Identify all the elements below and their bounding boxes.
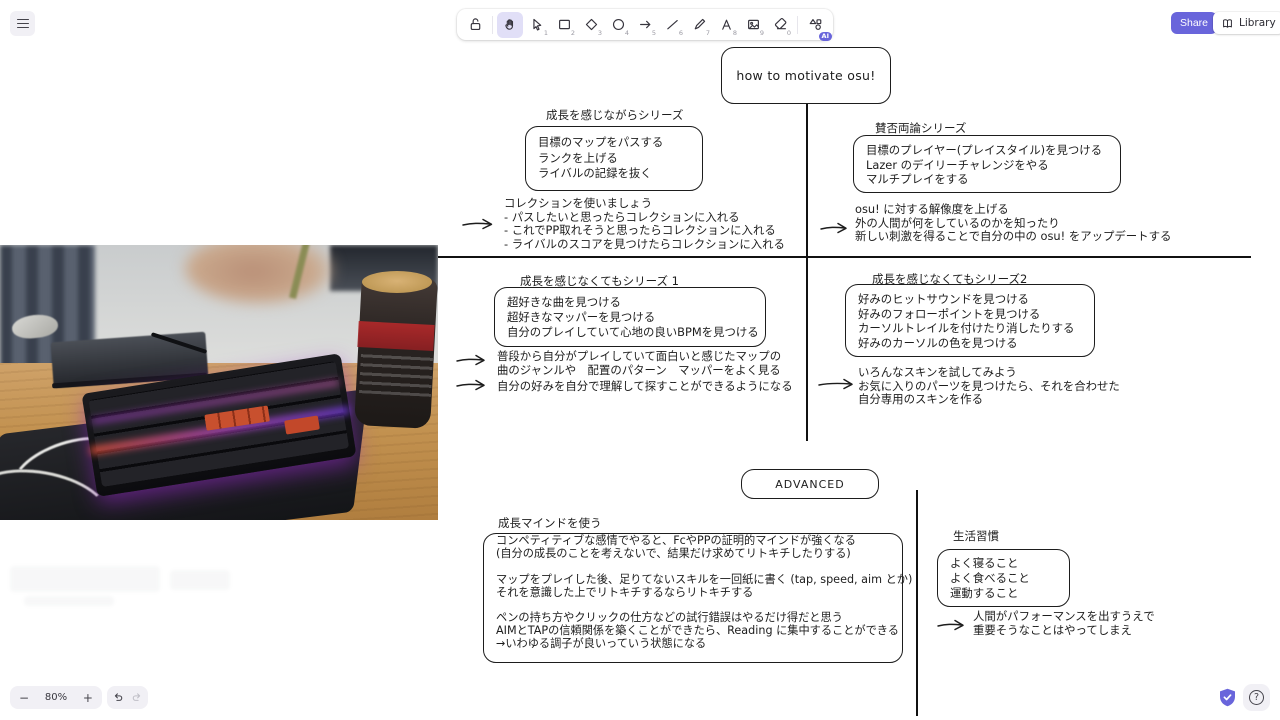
history-control <box>107 686 148 709</box>
faint-sketch <box>10 566 160 592</box>
book-icon <box>1223 18 1232 28</box>
title-text: how to motivate osu! <box>736 68 876 83</box>
divider-line-vertical-top[interactable] <box>806 103 808 441</box>
section-heading-growth-mind[interactable]: 成長マインドを使う <box>498 516 602 530</box>
webcam-photo[interactable] <box>0 245 438 520</box>
photo-cup-noodle-label <box>357 321 435 351</box>
growth-feel-box[interactable]: 目標のマップをパスするランクを上げるライバルの記録を抜く <box>525 126 703 191</box>
redo-button[interactable] <box>131 688 143 707</box>
section-heading-growth-feel[interactable]: 成長を感じながらシリーズ <box>546 108 684 122</box>
no-growth-1-box[interactable]: 超好きな曲を見つける超好きなマッパーを見つける自分のプレイしていて心地の良いBP… <box>494 287 766 347</box>
divider-line-horizontal[interactable] <box>438 256 1251 258</box>
draw-tool-button[interactable]: 7 <box>686 12 712 38</box>
arrow-shape[interactable] <box>936 617 968 633</box>
undo-button[interactable] <box>112 688 124 707</box>
pencil-icon <box>694 18 705 30</box>
shield-check-icon <box>1220 688 1235 707</box>
image-tool-button[interactable]: 9 <box>740 12 766 38</box>
diamond-icon <box>585 18 597 31</box>
rectangle-tool-button[interactable]: 2 <box>551 12 577 38</box>
photo-cup-noodle-top <box>362 271 432 293</box>
zoom-in-button[interactable]: + <box>82 690 93 705</box>
photo-blurred-hand <box>185 245 335 303</box>
section-heading-no-growth-1[interactable]: 成長を感じなくてもシリーズ 1 <box>520 274 679 288</box>
unlock-icon <box>470 18 480 31</box>
eraser-tool-button[interactable]: 0 <box>767 12 793 38</box>
arrow-shape[interactable] <box>455 377 489 393</box>
arrow-shape[interactable] <box>817 376 857 392</box>
advanced-shape[interactable]: ADVANCED <box>741 469 879 499</box>
no-growth-2-box[interactable]: 好みのヒットサウンドを見つける好みのフォローポイントを見つけるカーソルトレイルを… <box>845 284 1095 357</box>
share-button[interactable]: Share <box>1171 12 1218 34</box>
section-heading-no-growth-2[interactable]: 成長を感じなくてもシリーズ2 <box>872 272 1028 286</box>
advanced-text: ADVANCED <box>775 477 845 491</box>
arrow-shape[interactable] <box>819 220 851 236</box>
line-tool-button[interactable]: 6 <box>659 12 685 38</box>
main-menu-button[interactable] <box>10 11 35 36</box>
controversial-note[interactable]: osu! に対する解像度を上げる外の人間が何をしているのかを知ったり新しい刺激を… <box>855 202 1172 243</box>
arrow-tool-button[interactable]: 5 <box>632 12 658 38</box>
faint-sketch <box>170 570 230 590</box>
arrow-icon <box>639 20 650 29</box>
ellipse-icon <box>612 18 624 31</box>
section-heading-lifestyle[interactable]: 生活習慣 <box>953 529 999 543</box>
diamond-tool-button[interactable]: 3 <box>578 12 604 38</box>
arrow-shape[interactable] <box>461 216 497 232</box>
lifestyle-box[interactable]: よく寝ることよく食べること運動すること <box>937 549 1070 607</box>
rectangle-icon <box>558 19 570 30</box>
divider-line-vertical-bottom[interactable] <box>916 490 918 716</box>
title-shape[interactable]: how to motivate osu! <box>721 47 891 104</box>
photo-cup-noodle <box>354 275 438 429</box>
undo-icon <box>114 693 123 701</box>
redo-icon <box>132 693 141 701</box>
no-growth-1-note-b[interactable]: 自分の好みを自分で理解して探すことができるようになる <box>497 379 793 393</box>
hand-icon <box>504 19 513 30</box>
help-button[interactable]: ? <box>1243 684 1270 711</box>
library-label: Library <box>1239 17 1276 29</box>
lifestyle-note[interactable]: 人間がパフォーマンスを出すうえで重要そうなことはやってしまえ <box>973 609 1155 637</box>
faint-sketch <box>24 596 114 606</box>
cursor-icon <box>532 18 541 31</box>
privacy-shield-badge[interactable] <box>1219 688 1236 707</box>
select-tool-button[interactable]: 1 <box>524 12 550 38</box>
growth-mind-box[interactable]: コンペティティブな感情でやると、FcやPPの証明的マインドが強くなる(自分の成長… <box>483 533 912 663</box>
shapes-icon <box>809 19 821 30</box>
text-tool-button[interactable]: 8 <box>713 12 739 38</box>
zoom-control: − 80% + <box>10 686 102 709</box>
hand-tool-button[interactable] <box>497 11 523 38</box>
toolbar-divider <box>492 15 493 34</box>
image-icon <box>747 19 759 30</box>
line-icon <box>666 19 678 30</box>
toolbar-divider <box>797 15 798 34</box>
ai-shapes-tool-button[interactable]: AI <box>802 12 832 41</box>
question-icon: ? <box>1249 690 1264 705</box>
lock-tool-button[interactable] <box>462 12 488 38</box>
zoom-level[interactable]: 80% <box>44 692 68 703</box>
tool-bar: 1 2 3 4 5 6 7 8 <box>457 9 833 41</box>
ellipse-tool-button[interactable]: 4 <box>605 12 631 38</box>
photo-cup-noodle-text <box>359 353 433 397</box>
section-heading-controversial[interactable]: 賛否両論シリーズ <box>875 121 967 135</box>
text-icon <box>721 19 731 30</box>
library-button[interactable]: Library <box>1213 12 1280 34</box>
ai-badge: AI <box>818 32 832 41</box>
zoom-out-button[interactable]: − <box>19 690 30 705</box>
collection-note[interactable]: コレクションを使いましょう- パスしたいと思ったらコレクションに入れる- これで… <box>504 196 785 251</box>
no-growth-1-note-a[interactable]: 普段から自分がプレイしていて面白いと感じたマップの曲のジャンルや 配置のパターン… <box>497 349 782 377</box>
eraser-icon <box>774 17 786 30</box>
arrow-shape[interactable] <box>455 352 489 368</box>
no-growth-2-note[interactable]: いろんなスキンを試してみようお気に入りのパーツを見つけたら、それを合わせた自分専… <box>858 365 1120 406</box>
